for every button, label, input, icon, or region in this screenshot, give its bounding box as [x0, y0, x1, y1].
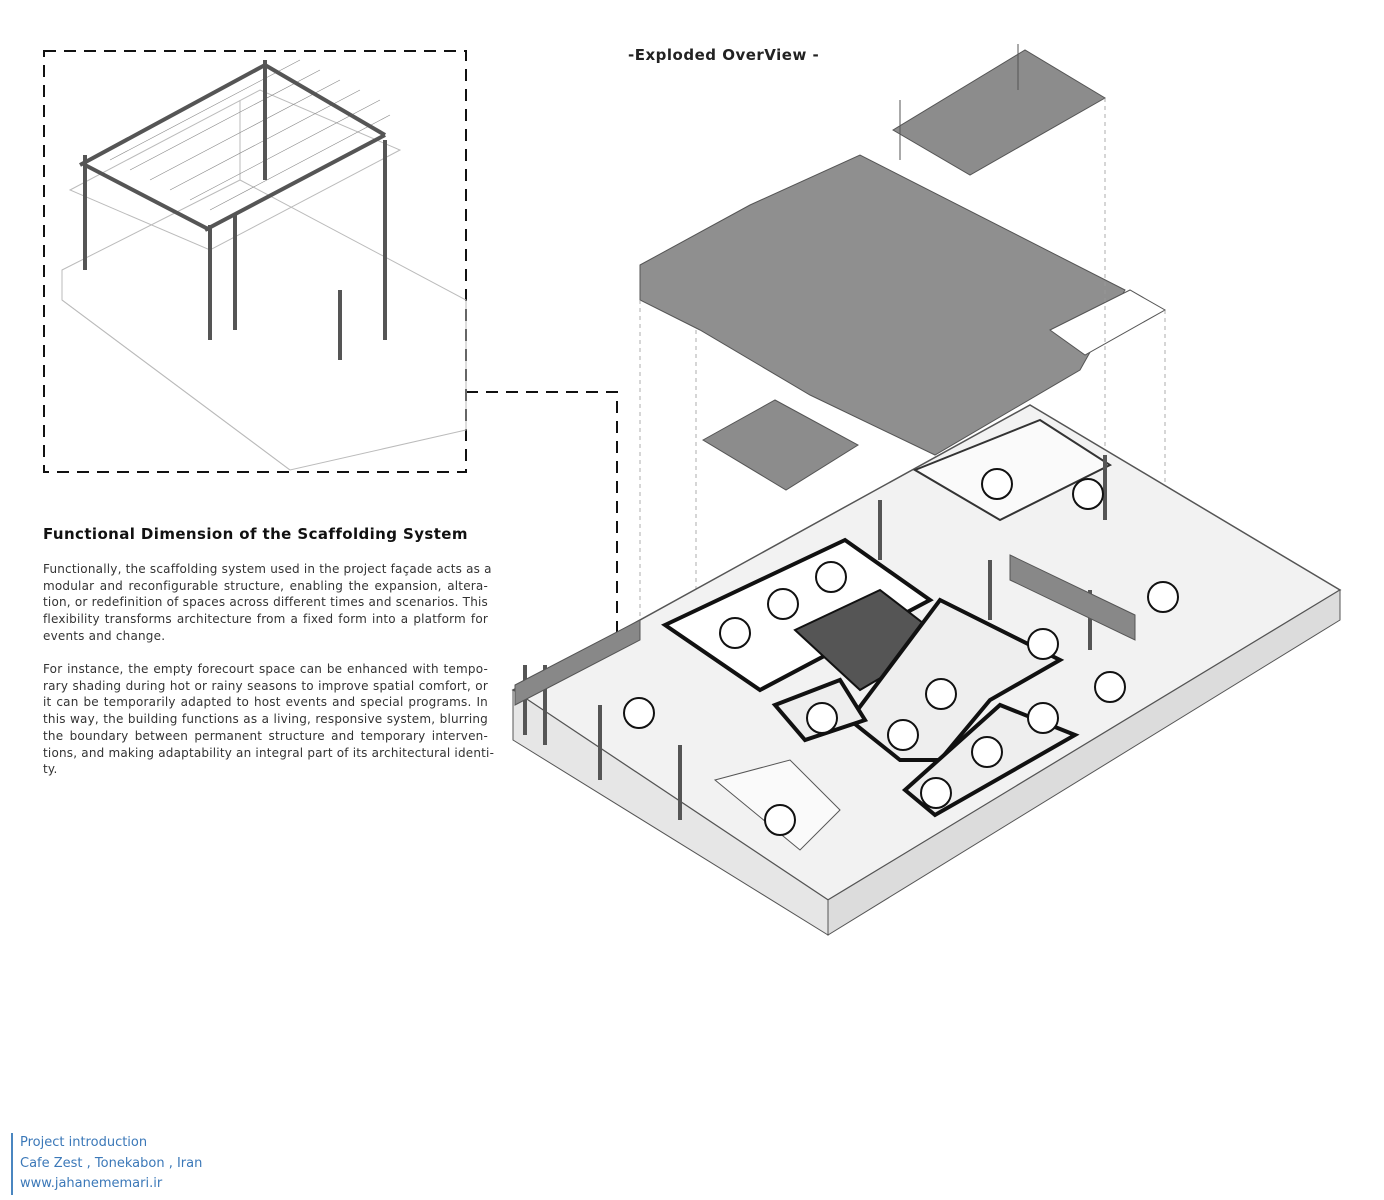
function-icons — [623, 468, 1179, 836]
group-seating-icon — [764, 804, 796, 836]
camera-icon — [1027, 702, 1059, 734]
text-line: modular and reconfigurable structure, en… — [43, 578, 488, 593]
kitchen-icon — [815, 561, 847, 593]
section-title: Functional Dimension of the Scaffolding … — [43, 525, 468, 543]
roof-layer — [639, 44, 1167, 491]
text-line: tions, and making adaptability an integr… — [43, 745, 495, 760]
ground-floor — [511, 404, 1342, 936]
paragraph-example: For instance, the empty forecourt space … — [43, 661, 495, 778]
coffee-machine-icon — [887, 719, 919, 751]
tree-icon — [1147, 581, 1179, 613]
text-line: this way, the building functions as a li… — [43, 712, 488, 727]
meeting-icon — [1072, 478, 1104, 510]
text-line: For instance, the empty forecourt space … — [43, 662, 488, 676]
group-icon — [981, 468, 1013, 500]
text-line: it can be temporarily adapted to host ev… — [43, 695, 488, 710]
scaffold-detail-inset — [43, 50, 618, 690]
text-line: tion, or redefinition of spaces across d… — [43, 595, 488, 610]
umbrella-table-icon — [1027, 628, 1059, 660]
footer-project: Cafe Zest , Tonekabon , Iran — [20, 1155, 203, 1171]
food-bowl-icon — [719, 617, 751, 649]
text-line: rary shading during hot or rainy seasons… — [43, 678, 488, 693]
project-footer: Project introduction Cafe Zest , Tonekab… — [11, 1133, 202, 1195]
exploded-overview-title: -Exploded OverView - — [628, 46, 820, 64]
footer-label: Project introduction — [20, 1135, 148, 1150]
restroom-icon — [920, 777, 952, 809]
footer-website-link[interactable]: www.jahanememari.ir — [20, 1176, 163, 1191]
plant-icon — [1094, 671, 1126, 703]
people-icon — [623, 697, 655, 729]
text-line: events and change. — [43, 628, 166, 643]
text-line: the boundary between permanent structure… — [43, 728, 488, 743]
dining-icon — [925, 678, 957, 710]
paragraph-functional: Functionally, the scaffolding system use… — [43, 561, 492, 645]
text-line: Functionally, the scaffolding system use… — [43, 562, 492, 576]
text-line: flexibility transforms architecture from… — [43, 612, 488, 627]
salad-icon — [767, 588, 799, 620]
text-line: ty. — [43, 762, 58, 777]
storage-icon — [971, 736, 1003, 768]
cake-icon — [806, 702, 838, 734]
